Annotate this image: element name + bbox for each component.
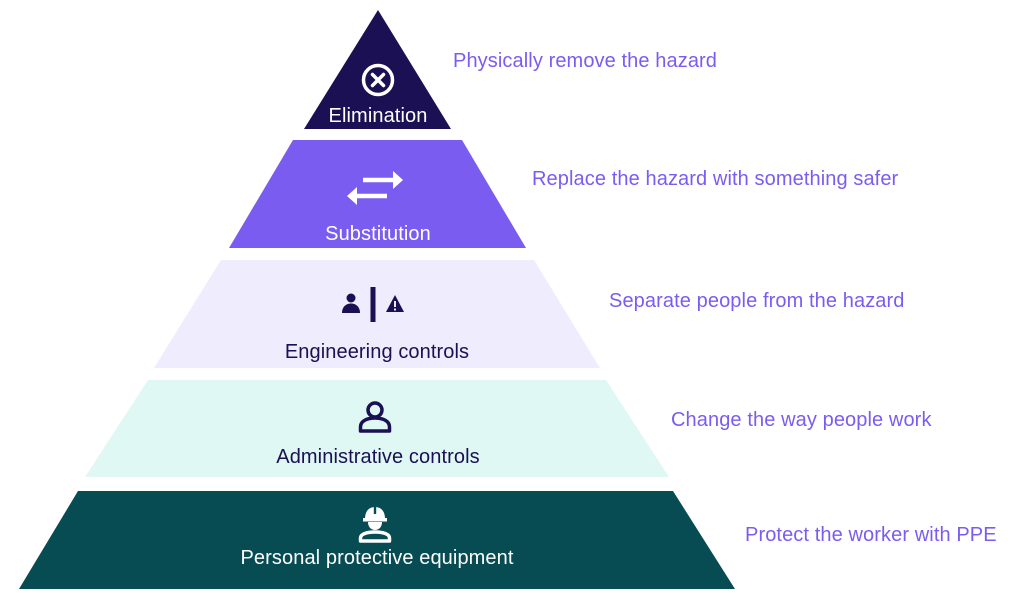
tier-label-substitution: Substitution (325, 223, 431, 245)
tier-description-elimination: Physically remove the hazard (453, 50, 718, 72)
tier-description-substitution: Replace the hazard with something safer (532, 168, 899, 190)
person-icon (358, 401, 392, 433)
tier-description-administrative: Change the way people work (671, 409, 932, 431)
tier-label-administrative: Administrative controls (276, 446, 480, 468)
tier-label-engineering: Engineering controls (284, 341, 470, 363)
tier-label-elimination: Elimination (328, 105, 428, 127)
tier-elimination-shape (304, 10, 451, 129)
x-circle-icon (361, 63, 395, 97)
hard-hat-worker-icon (358, 507, 392, 543)
tier-engineering-shape (154, 260, 600, 368)
tier-administrative-shape (85, 380, 669, 477)
tier-description-ppe: Protect the worker with PPE (745, 524, 997, 546)
tier-label-ppe: Personal protective equipment (240, 547, 514, 569)
swap-arrows-icon (347, 171, 403, 205)
person-barrier-hazard-icon (342, 287, 404, 322)
tier-description-engineering: Separate people from the hazard (609, 290, 905, 312)
